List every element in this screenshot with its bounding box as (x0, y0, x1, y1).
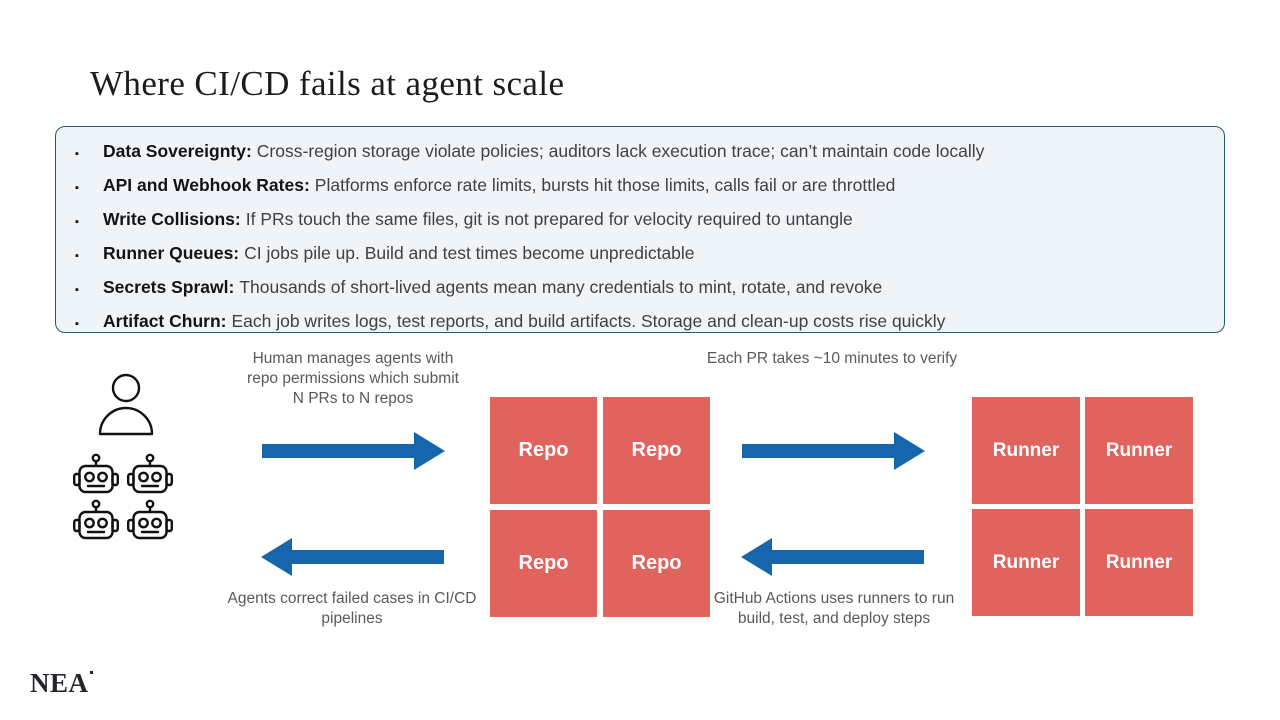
runner-node: Runner (1085, 397, 1193, 504)
runner-grid: Runner Runner Runner Runner (972, 397, 1193, 616)
repo-node: Repo (603, 510, 710, 617)
list-item: ▪ API and Webhook Rates:Platforms enforc… (72, 170, 1206, 204)
robot-icon (73, 453, 119, 494)
repo-node: Repo (603, 397, 710, 504)
bullet-body: Thousands of short-lived agents mean man… (239, 277, 883, 297)
bullet-icon: ▪ (75, 284, 79, 296)
bullet-lead: Data Sovereignty: (103, 141, 252, 161)
bullet-body: Platforms enforce rate limits, bursts hi… (314, 175, 896, 195)
list-item: ▪ Data Sovereignty:Cross-region storage … (72, 136, 1206, 170)
bullet-lead: Runner Queues: (103, 243, 240, 263)
bullet-lead: Secrets Sprawl: (103, 277, 235, 297)
runner-node: Runner (972, 509, 1080, 616)
arrow-left-repos-to-agents (261, 538, 444, 576)
list-item: ▪ Write Collisions:If PRs touch the same… (72, 204, 1206, 238)
robot-icon (73, 499, 119, 540)
label-agents-correct-failures: Agents correct failed cases in CI/CD pip… (227, 590, 477, 627)
issues-list: ▪ Data Sovereignty:Cross-region storage … (72, 136, 1206, 340)
bullet-icon: ▪ (75, 250, 79, 262)
person-icon (98, 373, 154, 436)
bullet-text: Data Sovereignty:Cross-region storage vi… (103, 136, 984, 167)
slide-title: Where CI/CD fails at agent scale (90, 64, 565, 103)
bullet-lead: Write Collisions: (103, 209, 241, 229)
agent-robots-group (73, 452, 173, 542)
bullet-icon: ▪ (75, 148, 79, 160)
list-item: ▪ Runner Queues:CI jobs pile up. Build a… (72, 238, 1206, 272)
robot-icon (127, 499, 173, 540)
arrow-right-repos-to-runners (742, 432, 925, 470)
bullet-text: Write Collisions:If PRs touch the same f… (103, 204, 853, 235)
bullet-text: Runner Queues:CI jobs pile up. Build and… (103, 238, 695, 269)
bullet-text: API and Webhook Rates:Platforms enforce … (103, 170, 895, 201)
bullet-body: Cross-region storage violate policies; a… (256, 141, 985, 161)
arrow-right-agents-to-repos (262, 432, 445, 470)
repo-grid: Repo Repo Repo Repo (490, 397, 710, 617)
list-item: ▪ Secrets Sprawl:Thousands of short-live… (72, 272, 1206, 306)
bullet-icon: ▪ (75, 216, 79, 228)
bullet-body: CI jobs pile up. Build and test times be… (244, 243, 695, 263)
runner-node: Runner (1085, 509, 1193, 616)
nea-logo: NEA (30, 668, 93, 699)
bullet-text: Artifact Churn:Each job writes logs, tes… (103, 306, 945, 337)
arrow-left-runners-to-repos (741, 538, 924, 576)
bullet-body: If PRs touch the same files, git is not … (245, 209, 853, 229)
bullet-lead: Artifact Churn: (103, 311, 227, 331)
bullet-body: Each job writes logs, test reports, and … (231, 311, 946, 331)
bullet-icon: ▪ (75, 182, 79, 194)
repo-node: Repo (490, 510, 597, 617)
bullet-lead: API and Webhook Rates: (103, 175, 310, 195)
label-human-manages-agents: Human manages agents with repo permissio… (247, 350, 459, 407)
repo-node: Repo (490, 397, 597, 504)
robot-icon (127, 453, 173, 494)
bullet-text: Secrets Sprawl:Thousands of short-lived … (103, 272, 882, 303)
label-github-actions-runners: GitHub Actions uses runners to run build… (713, 590, 955, 627)
bullet-icon: ▪ (75, 318, 79, 330)
list-item: ▪ Artifact Churn:Each job writes logs, t… (72, 306, 1206, 340)
issues-callout-box: ▪ Data Sovereignty:Cross-region storage … (55, 126, 1225, 333)
runner-node: Runner (972, 397, 1080, 504)
label-pr-verify-time: Each PR takes ~10 minutes to verify (706, 350, 958, 367)
